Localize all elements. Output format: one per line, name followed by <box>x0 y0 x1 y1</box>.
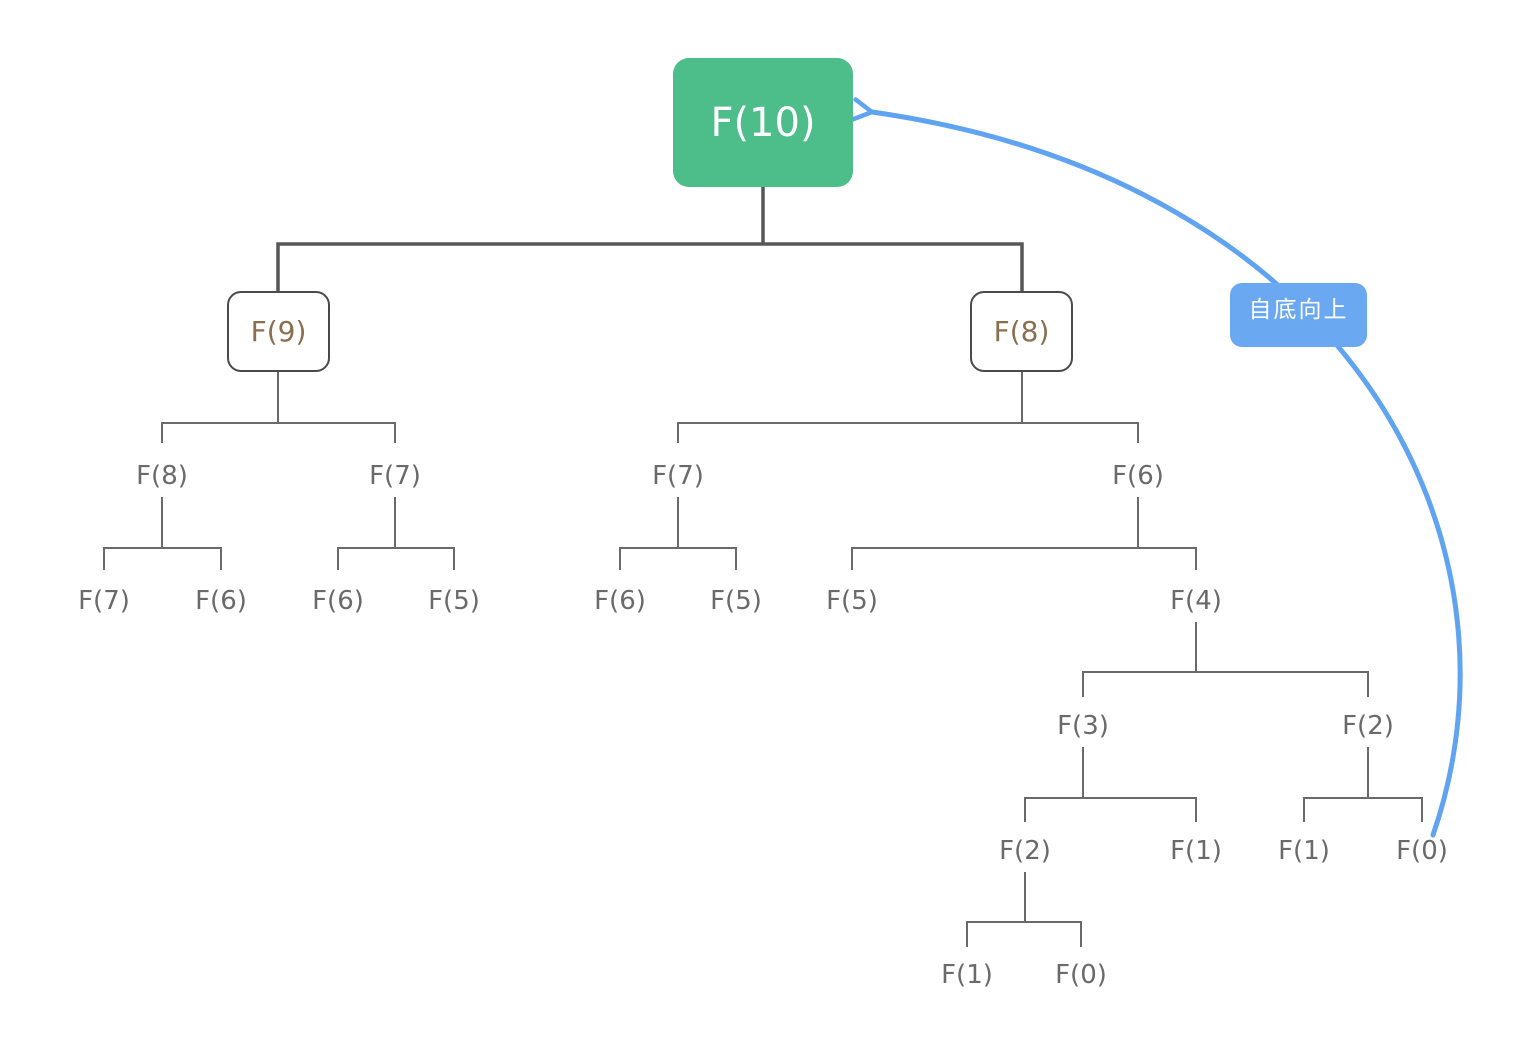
edge-f3-children <box>1024 747 1197 822</box>
node-f4-f2: F(2) <box>1342 711 1394 741</box>
node-f3-f1: F(1) <box>1170 836 1222 866</box>
node-f3-f2-f0: F(0) <box>1055 960 1107 990</box>
node-f2-f0: F(0) <box>1396 836 1448 866</box>
node-f8-f6-f4: F(4) <box>1170 586 1222 616</box>
node-f9: F(9) <box>227 291 330 372</box>
edge-f8-f6-children <box>851 497 1197 570</box>
node-f10: F(10) <box>673 58 853 187</box>
bottom-up-arrow <box>850 97 1463 838</box>
node-f9-f8-f6: F(6) <box>195 586 247 616</box>
node-f9-f8: F(8) <box>136 461 188 491</box>
node-f8-f7-f5: F(5) <box>710 586 762 616</box>
edge-f9-children <box>161 372 396 443</box>
node-f8-f6: F(6) <box>1112 461 1164 491</box>
bottom-up-label: 自底向上 <box>1230 283 1367 347</box>
node-f9-f7-f6: F(6) <box>312 586 364 616</box>
node-f8-f6-f5: F(5) <box>826 586 878 616</box>
edge-f8-f7-children <box>619 497 737 570</box>
edge-f8-children <box>677 372 1139 443</box>
node-f8-f7: F(7) <box>652 461 704 491</box>
node-f3-f2: F(2) <box>999 836 1051 866</box>
node-f9-f8-f7: F(7) <box>78 586 130 616</box>
node-f3-f2-f1: F(1) <box>941 960 993 990</box>
node-f9-f7: F(7) <box>369 461 421 491</box>
edge-f4-children <box>1082 622 1369 697</box>
node-f8: F(8) <box>970 291 1073 372</box>
node-f8-f7-f6: F(6) <box>594 586 646 616</box>
edge-f9-f8-children <box>103 497 222 570</box>
node-f2-f1: F(1) <box>1278 836 1330 866</box>
edge-root-children <box>276 187 1024 291</box>
edge-f2-children <box>1303 747 1423 822</box>
node-f9-f7-f5: F(5) <box>428 586 480 616</box>
edge-f2-bottom-children <box>966 872 1082 947</box>
node-f4-f3: F(3) <box>1057 711 1109 741</box>
edge-f9-f7-children <box>337 497 455 570</box>
